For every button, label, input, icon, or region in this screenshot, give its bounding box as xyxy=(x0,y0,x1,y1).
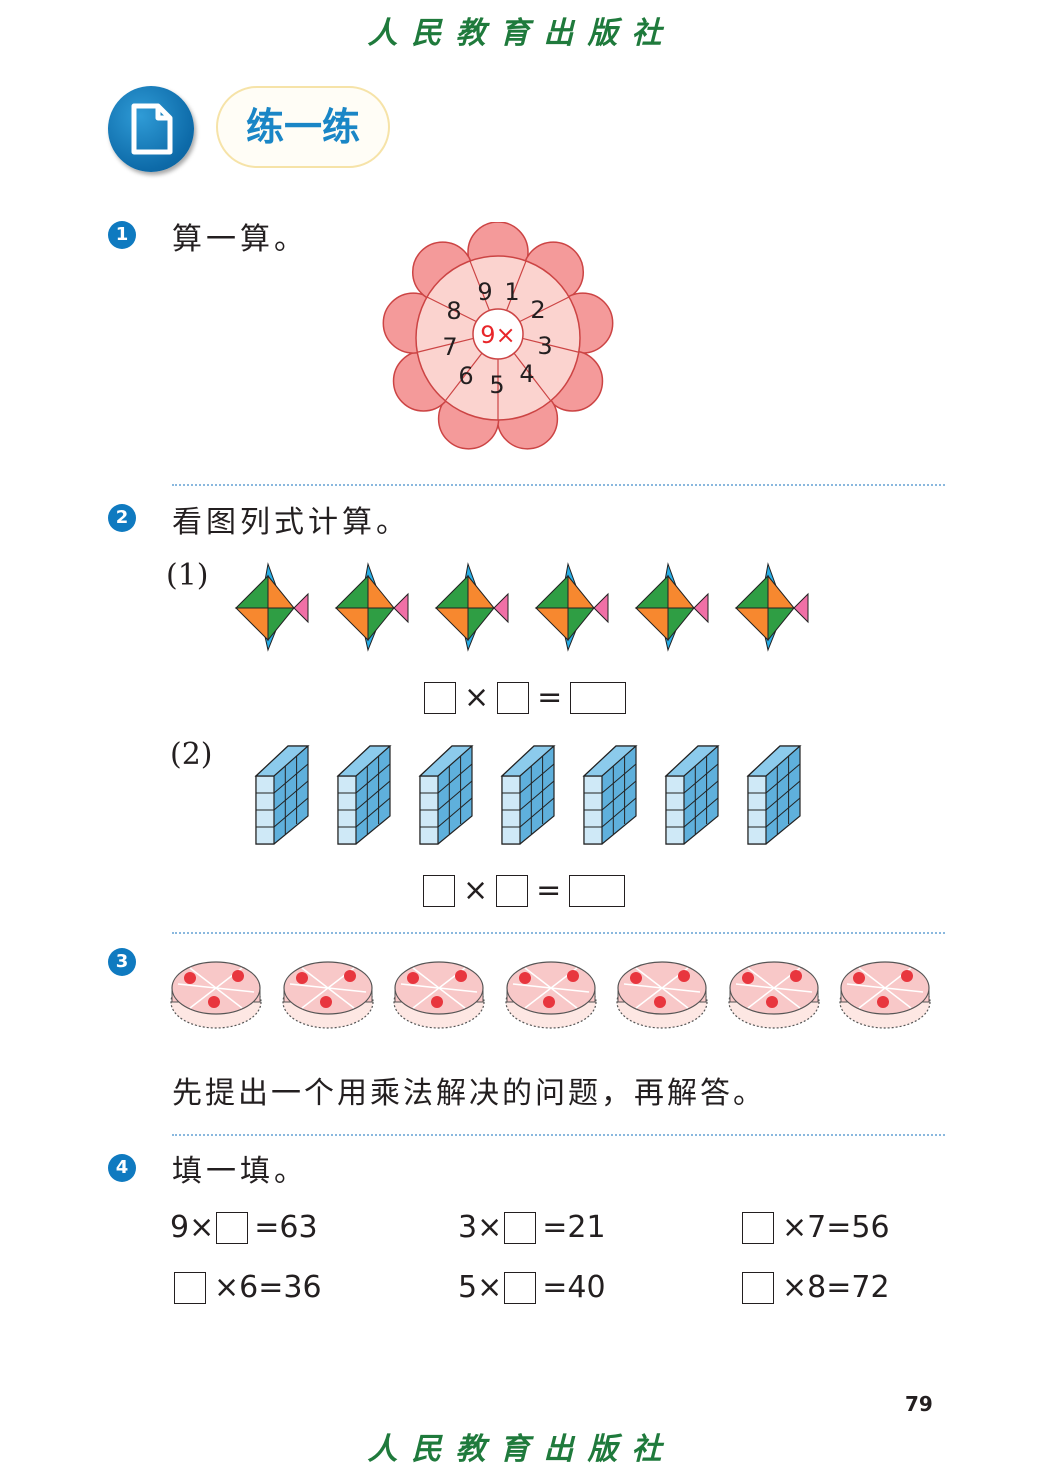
block-row xyxy=(252,744,812,850)
multiplication-flower: 9× 1 2 3 4 5 6 7 8 9 xyxy=(382,222,614,450)
question-number-4: 4 xyxy=(108,1154,136,1182)
flower-number: 2 xyxy=(530,296,545,324)
fill-item: ×7=56 xyxy=(742,1210,890,1245)
part-2-label: (2) xyxy=(170,737,213,772)
fill-item-after: =21 xyxy=(542,1210,606,1245)
fill-item-after: =63 xyxy=(254,1210,318,1245)
divider xyxy=(172,484,945,486)
fill-item: 3× =21 xyxy=(458,1210,606,1245)
fish-icon xyxy=(534,562,609,652)
flower-spoke xyxy=(512,352,552,402)
fish-icon xyxy=(634,562,709,652)
publisher-header: 人民教育出版社 xyxy=(367,16,676,51)
cake-icon xyxy=(281,961,374,1029)
fill-item-before: 3× xyxy=(458,1210,503,1245)
answer-box[interactable] xyxy=(174,1271,206,1304)
flower-spoke xyxy=(505,260,527,312)
question-1-text: 算一算。 xyxy=(172,222,308,257)
equation-2: × = xyxy=(423,873,626,908)
fish-row xyxy=(232,562,822,658)
cake-icon xyxy=(393,961,485,1029)
flower-number: 5 xyxy=(489,371,504,399)
fill-item: 9× =63 xyxy=(170,1210,318,1245)
flower-center-text: 9× xyxy=(480,321,515,349)
fill-item: ×6=36 xyxy=(174,1270,322,1305)
question-number-3: 3 xyxy=(108,948,136,976)
flower-number: 7 xyxy=(442,333,457,361)
flower-spokes xyxy=(417,260,579,420)
cake-icon xyxy=(170,961,262,1029)
question-4-text: 填一填。 xyxy=(172,1154,308,1189)
block-icon xyxy=(336,745,392,845)
flower-spoke xyxy=(417,337,475,353)
cake-icon xyxy=(504,961,597,1029)
block-icon xyxy=(500,745,556,845)
answer-box[interactable] xyxy=(742,1211,774,1244)
question-3-text: 先提出一个用乘法解决的问题，再解答。 xyxy=(172,1076,766,1111)
part-1-label: (1) xyxy=(166,558,209,593)
fish-icon xyxy=(334,562,409,652)
flower-spoke xyxy=(469,260,491,312)
flower-spoke xyxy=(444,352,484,402)
answer-box[interactable] xyxy=(216,1211,249,1244)
flower-number: 4 xyxy=(519,360,534,388)
times-sign: × xyxy=(463,873,489,908)
flower-number: 9 xyxy=(477,278,492,306)
document-icon xyxy=(131,103,173,155)
page-number: 79 xyxy=(905,1392,933,1416)
flower-spoke xyxy=(518,296,570,323)
exercise-section-icon xyxy=(108,86,194,172)
answer-box[interactable] xyxy=(497,681,530,714)
publisher-footer: 人民教育出版社 xyxy=(367,1432,676,1467)
answer-box[interactable] xyxy=(496,874,529,907)
block-icon xyxy=(664,745,720,845)
answer-box[interactable] xyxy=(424,681,456,714)
equals-sign: = xyxy=(537,680,563,715)
cake-row xyxy=(168,954,938,1034)
cake-icon xyxy=(616,961,708,1029)
fill-item-after: ×6=36 xyxy=(214,1270,322,1305)
flower-number: 3 xyxy=(537,332,552,360)
flower-number: 1 xyxy=(504,278,519,306)
fish-icon xyxy=(234,562,309,652)
answer-box[interactable] xyxy=(569,874,626,907)
answer-box[interactable] xyxy=(423,874,455,907)
cake-icon xyxy=(839,961,931,1029)
block-icon xyxy=(746,745,802,845)
equals-sign: = xyxy=(536,873,562,908)
answer-box[interactable] xyxy=(570,681,627,714)
fill-item-after: ×7=56 xyxy=(782,1210,890,1245)
fill-item: 5× =40 xyxy=(458,1270,606,1305)
times-sign: × xyxy=(464,680,490,715)
block-icon xyxy=(418,745,474,845)
flower-number: 6 xyxy=(458,362,473,390)
fish-icon xyxy=(734,562,809,652)
divider xyxy=(172,1134,945,1136)
fill-item-after: =40 xyxy=(542,1270,606,1305)
divider xyxy=(172,932,945,934)
flower-spoke xyxy=(521,337,579,353)
cake-icon xyxy=(727,961,820,1029)
answer-box[interactable] xyxy=(504,1211,537,1244)
answer-box[interactable] xyxy=(504,1271,537,1304)
block-icon xyxy=(254,745,310,845)
fill-item-before: 5× xyxy=(458,1270,503,1305)
question-2-text: 看图列式计算。 xyxy=(172,505,410,540)
fill-item-after: ×8=72 xyxy=(782,1270,890,1305)
flower-center xyxy=(472,308,524,360)
answer-box[interactable] xyxy=(742,1271,774,1304)
flower-spoke xyxy=(426,296,478,323)
equation-1: × = xyxy=(424,680,627,715)
fish-icon xyxy=(434,562,509,652)
question-number-1: 1 xyxy=(108,221,136,249)
fill-item-before: 9× xyxy=(170,1210,215,1245)
fill-item: ×8=72 xyxy=(742,1270,890,1305)
section-title: 练一练 xyxy=(216,86,390,168)
flower-number: 8 xyxy=(446,297,461,325)
question-number-2: 2 xyxy=(108,504,136,532)
block-icon xyxy=(582,745,638,845)
